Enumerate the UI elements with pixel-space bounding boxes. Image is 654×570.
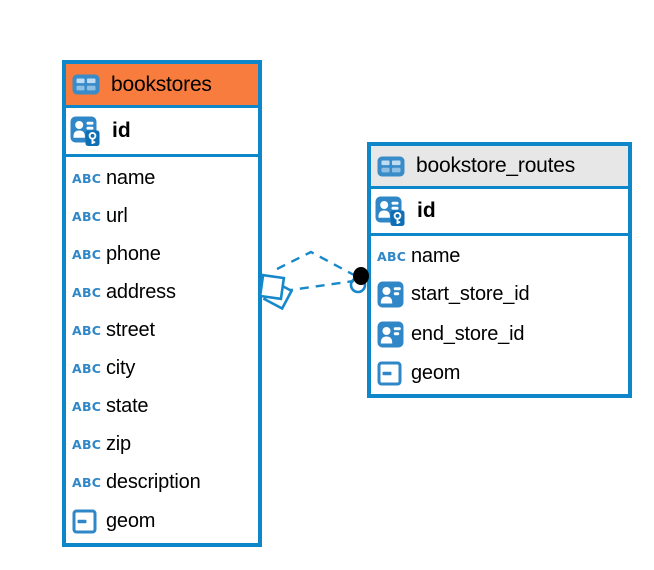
column-row[interactable]: ABC street	[66, 311, 258, 349]
column-name: url	[106, 204, 128, 227]
column-name: name	[411, 244, 461, 267]
relationship-line-upper[interactable]	[276, 250, 355, 277]
text-type-icon: ABC	[72, 208, 102, 224]
geometry-type-icon	[377, 361, 411, 386]
text-type-icon: ABC	[72, 322, 102, 338]
column-row[interactable]: ABC description	[66, 463, 258, 501]
table-title: bookstore_routes	[416, 154, 576, 177]
column-name: city	[106, 356, 136, 379]
table-icon	[72, 74, 102, 95]
table-icon	[377, 156, 407, 177]
column-name: end_store_id	[411, 322, 525, 345]
column-row[interactable]: ABC address	[66, 273, 258, 311]
primary-key-icon	[375, 196, 409, 227]
reference-column-icon	[377, 281, 411, 308]
text-type-icon: ABC	[72, 474, 102, 490]
column-row[interactable]: geom	[66, 501, 258, 541]
text-type-icon: ABC	[72, 398, 102, 414]
column-row[interactable]: end_store_id	[371, 314, 628, 354]
reference-column-icon	[377, 321, 411, 348]
column-row[interactable]: geom	[371, 354, 628, 392]
column-name: id	[417, 199, 436, 222]
column-name: address	[106, 280, 176, 303]
column-row-id[interactable]: id	[371, 189, 628, 236]
column-name: description	[106, 470, 201, 493]
geometry-type-icon	[72, 509, 106, 534]
diamond-marker	[258, 273, 294, 311]
text-type-icon: ABC	[72, 436, 102, 452]
column-row[interactable]: ABC city	[66, 349, 258, 387]
column-name: geom	[411, 361, 461, 384]
column-row[interactable]: ABC zip	[66, 425, 258, 463]
text-type-icon: ABC	[72, 170, 102, 186]
column-name: id	[112, 119, 131, 142]
column-name: geom	[106, 509, 156, 532]
column-row[interactable]: ABC url	[66, 197, 258, 235]
column-row[interactable]: start_store_id	[371, 274, 628, 314]
column-name: state	[106, 394, 149, 417]
text-type-icon: ABC	[377, 248, 407, 264]
column-row[interactable]: ABC state	[66, 387, 258, 425]
table-title: bookstores	[111, 72, 212, 96]
column-name: name	[106, 166, 156, 189]
column-name: start_store_id	[411, 282, 530, 305]
column-name: zip	[106, 432, 131, 455]
column-name: street	[106, 318, 155, 341]
text-type-icon: ABC	[72, 284, 102, 300]
table-header-bookstores[interactable]: bookstores	[66, 64, 258, 108]
column-list: ABC name ABC url ABC phone ABC address A…	[66, 157, 258, 543]
table-bookstores[interactable]: bookstores id ABC na	[62, 60, 262, 547]
table-bookstore-routes[interactable]: bookstore_routes id ABC	[367, 142, 632, 398]
column-list: ABC name start_store_id	[371, 236, 628, 394]
column-row[interactable]: ABC name	[66, 159, 258, 197]
column-name: phone	[106, 242, 161, 265]
primary-key-icon	[70, 116, 104, 147]
column-row-id[interactable]: id	[66, 108, 258, 157]
column-row[interactable]: ABC name	[371, 238, 628, 274]
column-row[interactable]: ABC phone	[66, 235, 258, 273]
text-type-icon: ABC	[72, 246, 102, 262]
text-type-icon: ABC	[72, 360, 102, 376]
relationship-line-lower[interactable]	[283, 279, 355, 293]
table-header-bookstore-routes[interactable]: bookstore_routes	[371, 146, 628, 189]
